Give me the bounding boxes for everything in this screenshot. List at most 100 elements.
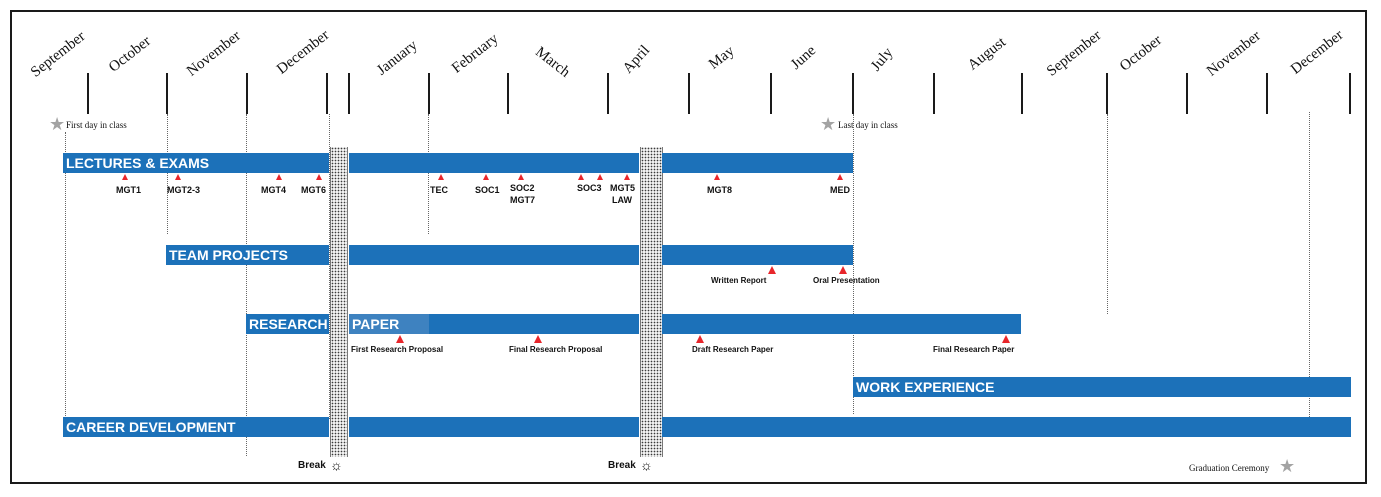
exam-label: LAW (612, 195, 632, 205)
month-tick (87, 73, 89, 114)
exam-marker (837, 174, 843, 180)
exam-marker (175, 174, 181, 180)
exam-marker (316, 174, 322, 180)
star-icon: ★ (1279, 456, 1296, 476)
month-tick (933, 73, 935, 114)
exam-label: MGT7 (510, 195, 536, 205)
exam-marker (122, 174, 128, 180)
exam-marker (578, 174, 584, 180)
first-day-note: First day in class (66, 120, 127, 130)
exam-label: SOC3 (577, 183, 602, 193)
research-milestone-label: Final Research Proposal (509, 345, 603, 354)
month-label-nov-2: November (1204, 28, 1264, 80)
guide-line (1107, 114, 1108, 314)
month-label-oct-2: October (1117, 32, 1165, 75)
month-tick (1106, 73, 1108, 114)
career-bar-spring (349, 417, 639, 437)
exam-marker (597, 174, 603, 180)
exam-marker (518, 174, 524, 180)
month-label-sep-2: September (1044, 27, 1105, 80)
sun-icon: ☼ (640, 457, 653, 473)
guide-line (428, 114, 429, 234)
guide-line (1309, 112, 1310, 417)
exam-label: MGT1 (116, 185, 142, 195)
exam-marker (483, 174, 489, 180)
month-label-dec-2: December (1288, 27, 1347, 78)
month-tick (1349, 73, 1351, 114)
graduation-note: Graduation Ceremony (1189, 463, 1270, 473)
month-label-apr: April (620, 42, 654, 77)
month-label-feb: February (449, 30, 502, 77)
month-tick (688, 73, 690, 114)
team-milestone-label: Written Report (711, 276, 767, 285)
paper-label: PAPER (352, 316, 400, 332)
month-tick (428, 73, 430, 114)
month-label-jun: June (788, 42, 820, 73)
team-label: TEAM PROJECTS (169, 247, 289, 263)
career-bar-fall (63, 417, 329, 437)
month-tick (1266, 73, 1268, 114)
work-bar (853, 377, 1351, 397)
sun-icon: ☼ (330, 457, 343, 473)
month-tick (607, 73, 609, 114)
month-label-oct-1: October (106, 33, 154, 76)
lectures-bar-fall (63, 153, 329, 173)
team-marker (839, 266, 847, 274)
team-bar-fall (166, 245, 329, 265)
exam-label: MGT8 (707, 185, 733, 195)
month-label-nov-1: November (184, 28, 244, 80)
month-label-jan: January (374, 37, 421, 79)
guide-line (246, 114, 247, 456)
exam-label: SOC1 (475, 185, 500, 195)
exam-marker (438, 174, 444, 180)
star-icon: ★ (820, 114, 837, 134)
month-tick (246, 73, 248, 114)
research-marker (696, 335, 704, 343)
research-marker (534, 335, 542, 343)
timeline-chart: September October November December Janu… (10, 10, 1367, 484)
lectures-label: LECTURES & EXAMS (66, 155, 210, 171)
month-label-jul: July (868, 44, 897, 75)
research-label: RESEARCH (249, 316, 328, 332)
exam-marker (714, 174, 720, 180)
research-bar-fall (246, 314, 329, 334)
team-marker (768, 266, 776, 274)
research-bar-summer (662, 314, 1021, 334)
month-tick (348, 73, 350, 114)
lectures-bar-spring (349, 153, 639, 173)
month-tick (507, 73, 509, 114)
team-bar-spring (349, 245, 639, 265)
guide-line (329, 114, 330, 419)
guide-line (853, 114, 854, 414)
month-label-sep-1: September (28, 28, 89, 81)
lectures-bar-summer (662, 153, 853, 173)
research-milestone-label: Draft Research Paper (692, 345, 774, 354)
guide-line (65, 132, 66, 424)
research-milestone-label: First Research Proposal (351, 345, 444, 354)
month-tick (326, 73, 328, 114)
month-tick (1021, 73, 1023, 114)
month-label-mar: March (532, 44, 573, 81)
exam-marker (276, 174, 282, 180)
month-tick (770, 73, 772, 114)
career-label: CAREER DEVELOPMENT (66, 419, 236, 435)
break-column-winter (330, 147, 348, 457)
research-marker (396, 335, 404, 343)
month-tick (1186, 73, 1188, 114)
month-tick (852, 73, 854, 114)
research-marker (1002, 335, 1010, 343)
career-bar-summer (662, 417, 1351, 437)
guide-line (167, 114, 168, 234)
exam-label: MGT5 (610, 183, 636, 193)
last-day-note: Last day in class (838, 120, 898, 130)
exam-label: MGT6 (301, 185, 327, 195)
month-tick (166, 73, 168, 114)
research-bar-shade (349, 314, 429, 334)
exam-label: MGT4 (261, 185, 287, 195)
exam-marker (624, 174, 630, 180)
exam-label: TEC (430, 185, 448, 195)
break-label: Break (608, 460, 636, 471)
team-bar-summer (662, 245, 853, 265)
month-label-aug: August (965, 34, 1010, 74)
exam-label: MED (830, 185, 850, 195)
